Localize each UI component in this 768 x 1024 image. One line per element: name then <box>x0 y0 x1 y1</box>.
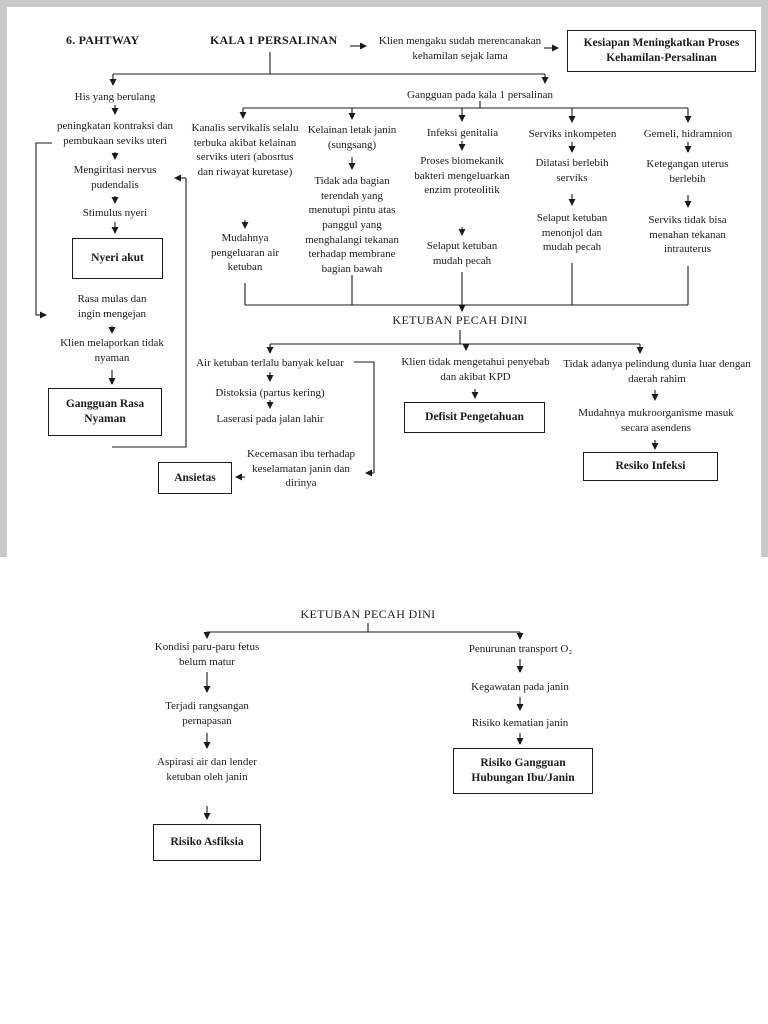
node-kanalis: Kanalis servikalis selalu terbuka akibat… <box>191 122 299 178</box>
viewer-frame-right <box>761 0 768 557</box>
node-terjadi-rangsangan: Terjadi rangsangan pernapasan <box>165 700 249 727</box>
diagnosis-box-ansietas: Ansietas <box>158 462 232 494</box>
node-gangguan: Gangguan pada kala 1 persalinan <box>407 89 553 101</box>
node-gemeli: Gemeli, hidramnion <box>643 128 733 140</box>
node-infeksi: Infeksi genitalia <box>426 127 499 139</box>
node-ketegangan: Ketegangan uterus berlebih <box>646 158 729 185</box>
node-distoksia: Distoksia (partus kering) <box>215 387 325 399</box>
node-mudah-masuk: Mudahnya mukroorganisme masuk secara ase… <box>578 407 734 434</box>
node-his: His yang berulang <box>74 91 156 103</box>
node-klien-tidak-tahu: Klien tidak mengetahui penyebab dan akib… <box>401 356 550 383</box>
node-penurunan-o2: Penurunan transport O₂ <box>468 643 573 655</box>
node-dilatasi: Dilatasi berlebih serviks <box>535 157 609 184</box>
node-kecemasan: Kecemasan ibu terhadap keselamatan janin… <box>246 448 356 490</box>
node-kpd-title: KETUBAN PECAH DINI <box>392 313 528 327</box>
diagnosis-box-hubungan-ibu-janin: Risiko Gangguan Hubungan Ibu/Janin <box>453 748 593 794</box>
node-proses-biomekanik: Proses biomekanik bakteri mengeluarkan e… <box>414 155 510 197</box>
node-kelainan-letak: Kelainan letak janin (sungsang) <box>307 124 397 151</box>
node-tidak-nyaman: Klien melaporkan tidak nyaman <box>60 337 164 364</box>
node-mengiritasi: Mengiritasi nervus pudendalis <box>73 164 157 191</box>
viewer-frame-top <box>0 0 768 7</box>
node-selaput-menonjol: Selaput ketuban menonjol dan mudah pecah <box>536 212 608 254</box>
node-serviks-tidak-bisa: Serviks tidak bisa menahan tekanan intra… <box>648 214 727 256</box>
node-risiko-kematian: Risiko kematian janin <box>471 717 569 729</box>
diagnosis-box-gangguan-rasa-nyaman: Gangguan Rasa Nyaman <box>48 388 162 436</box>
node-air-ketuban: Air ketuban terlalu banyak keluar <box>196 357 344 369</box>
node-kondisi-paru: Kondisi paru-paru fetus belum matur <box>154 641 260 668</box>
node-tidak-pelindung: Tidak adanya pelindung dunia luar dengan… <box>563 358 751 385</box>
node-tidak-ada-bagian: Tidak ada bagian terendah yang menutupi … <box>305 175 399 275</box>
node-kegawatan: Kegawatan pada janin <box>471 681 569 693</box>
node-mudah-keluar: Mudahnya pengeluaran air ketuban <box>210 232 280 274</box>
node-stimulus: Stimulus nyeri <box>82 207 148 219</box>
node-aspirasi: Aspirasi air dan lender ketuban oleh jan… <box>157 756 257 783</box>
node-peningkatan: peningkatan kontraksi dan pembukaan sevi… <box>56 120 174 147</box>
pathway-title: KALA 1 PERSALINAN <box>210 33 338 47</box>
node-laserasi: Laserasi pada jalan lahir <box>216 413 324 425</box>
diagnosis-box-resiko-infeksi: Resiko Infeksi <box>583 452 718 481</box>
diagnosis-box-asfiksia: Risiko Asfiksia <box>153 824 261 861</box>
node-kpd2-title: KETUBAN PECAH DINI <box>300 607 436 621</box>
diagnosis-box-kesiapan: Kesiapan Meningkatkan Proses Kehamilan-P… <box>567 30 756 72</box>
node-selaput-mudah-pecah: Selaput ketuban mudah pecah <box>426 240 498 267</box>
diagnosis-box-nyeri-akut: Nyeri akut <box>72 238 163 279</box>
diagnosis-box-defisit: Defisit Pengetahuan <box>404 402 545 433</box>
viewer-frame-left <box>0 0 7 557</box>
node-serviks-inkompeten: Serviks inkompeten <box>528 128 617 140</box>
node-plan-note: Klien mengaku sudah merencanakan kehamil… <box>378 35 542 62</box>
section-label: 6. PAHTWAY <box>66 33 140 47</box>
node-rasa-mulas: Rasa mulas dan ingin mengejan <box>77 293 147 320</box>
